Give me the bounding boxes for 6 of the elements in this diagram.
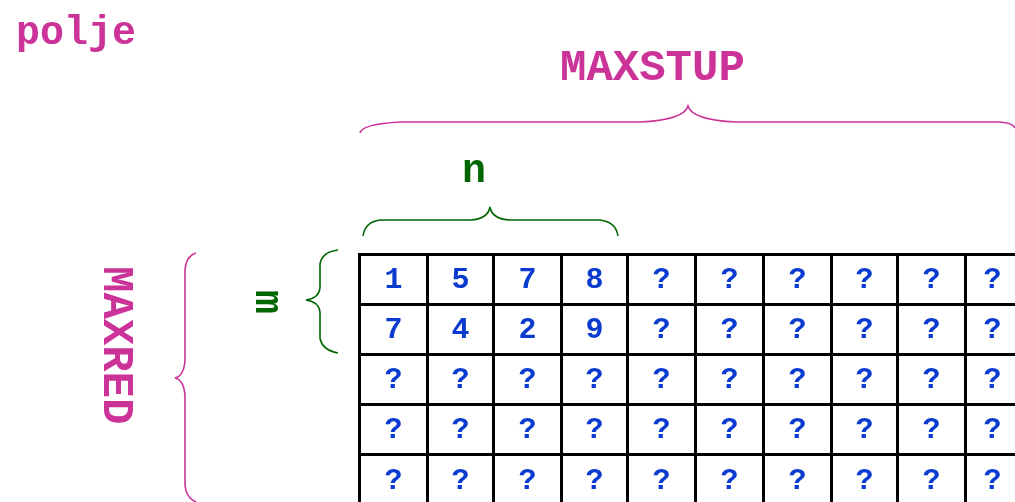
dimension-label: m: [246, 290, 286, 314]
dimension-label: MAXSTUP: [560, 46, 745, 90]
title: polje: [16, 14, 137, 54]
table-cell: 1: [358, 253, 429, 306]
dimension-label: n: [462, 152, 486, 192]
dimension-label: MAXRED: [94, 266, 138, 425]
